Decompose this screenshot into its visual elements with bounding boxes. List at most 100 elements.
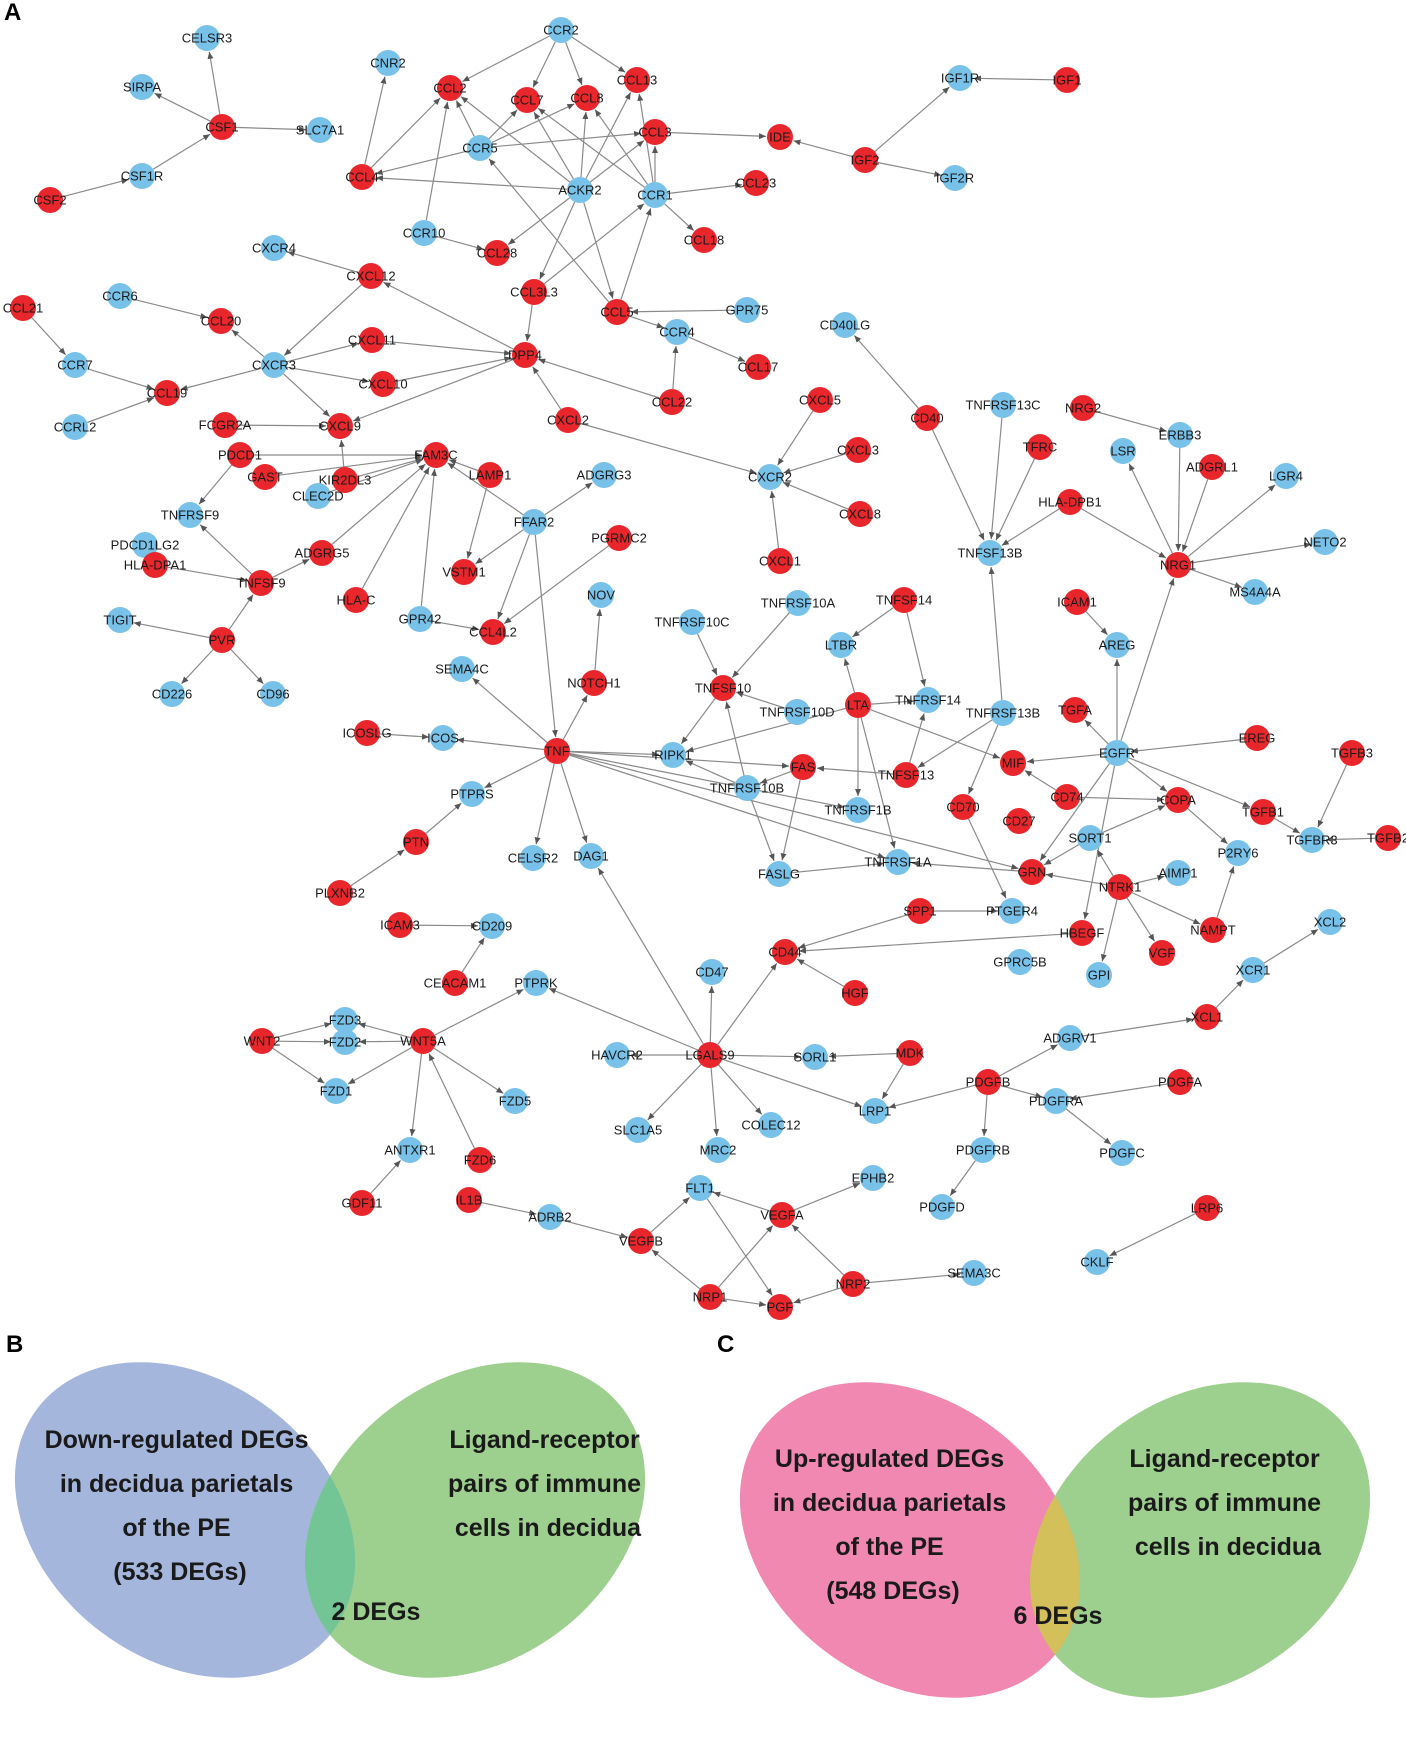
edge-cd40-tnfsf13b xyxy=(931,429,985,541)
node-cxcl11: CXCL11 xyxy=(348,327,396,353)
node-label: CCL23 xyxy=(736,176,776,191)
edge-hla-dpb1-tnfsf13b xyxy=(1001,508,1060,547)
edge-tnfrsf10b-faslg xyxy=(750,799,775,862)
node-label: CXCR3 xyxy=(252,358,296,373)
edge-gpr75-ccl5 xyxy=(630,308,735,315)
node-pdcd1: PDCD1 xyxy=(218,442,262,468)
node-areg: AREG xyxy=(1099,632,1136,658)
node-label: MRC2 xyxy=(700,1143,737,1158)
node-label: GPRC5B xyxy=(993,955,1046,970)
node-label: IGF2 xyxy=(851,153,880,168)
node-ptn: PTN xyxy=(403,829,429,855)
node-label: CCL3L3 xyxy=(510,285,558,300)
node-circle xyxy=(1194,1195,1220,1221)
node-circle xyxy=(767,1294,793,1320)
edge-egfr-mif xyxy=(1026,753,1105,765)
node-ceacam1: CEACAM1 xyxy=(424,970,486,996)
node-ephb2: EPHB2 xyxy=(852,1165,894,1191)
node-label: GRN xyxy=(1018,865,1047,880)
node-label: HLA-DPA1 xyxy=(124,558,187,573)
edge-nrg1-neto2 xyxy=(1190,542,1312,564)
node-circle xyxy=(349,164,375,190)
node-label: AREG xyxy=(1099,638,1136,653)
node-hla-dpb1: HLA-DPB1 xyxy=(1038,489,1102,515)
edge-pdcd1-tnfrsf9 xyxy=(198,464,233,505)
node-label: CCL13 xyxy=(617,73,657,88)
node-circle xyxy=(1273,463,1299,489)
node-circle xyxy=(252,464,278,490)
edge-notch1-nov xyxy=(594,608,603,671)
node-nov: NOV xyxy=(587,582,615,608)
edge-tnf-celsr2 xyxy=(534,763,555,845)
node-label: VEGFA xyxy=(760,1208,804,1223)
edge-tnf-grn xyxy=(569,753,1019,870)
edge-nrp2-pgf xyxy=(793,1287,841,1304)
node-label: FFAR2 xyxy=(514,515,554,530)
node-cd70: CD70 xyxy=(946,794,980,820)
edge-wnt2-fzd2 xyxy=(274,1038,332,1045)
node-label: FZD6 xyxy=(464,1153,497,1168)
node-ccl18: CCL18 xyxy=(684,227,724,253)
edge-pvr-cd96 xyxy=(230,649,264,685)
node-circle xyxy=(588,582,614,608)
node-pgf: PGF xyxy=(767,1294,794,1320)
node-circle xyxy=(1064,589,1090,615)
edge-fcgr2a-cxcl9 xyxy=(237,422,327,429)
node-label: CNR2 xyxy=(370,56,405,71)
node-circle xyxy=(710,675,736,701)
node-cxcl12: CXCL12 xyxy=(346,263,396,289)
node-label: PGF xyxy=(767,1300,794,1315)
node-ccl17: CCL17 xyxy=(738,354,778,380)
edge-sort1-grn xyxy=(1043,844,1080,866)
node-circle xyxy=(1244,725,1270,751)
edge-lgals9-cd47 xyxy=(708,985,715,1043)
node-tnfrsf10c: TNFRSF10C xyxy=(654,609,730,635)
edge-ffar2-vstm1 xyxy=(475,529,524,565)
node-circle xyxy=(766,861,792,887)
edge-pdgfa-pdgfra xyxy=(1069,1083,1168,1101)
network-edges xyxy=(31,35,1376,1307)
edge-tnf-tnfrsf1b xyxy=(569,752,845,809)
node-slc1a5: SLC1A5 xyxy=(614,1117,662,1143)
node-label: PLXNB2 xyxy=(315,886,365,901)
node-label: CXCR4 xyxy=(252,241,296,256)
node-circle xyxy=(1057,1025,1083,1051)
edge-tnf-notch1 xyxy=(562,695,588,740)
edge-cxcl8-cxcr2 xyxy=(782,481,849,510)
edge-pvr-tnfsf9 xyxy=(228,594,254,630)
venn-b-right-label: Ligand-receptor pairs of immune cells in… xyxy=(448,1426,648,1542)
node-label: MS4A4A xyxy=(1229,585,1281,600)
node-gpi: GPI xyxy=(1086,962,1112,988)
node-ccr6: CCR6 xyxy=(102,283,138,309)
node-circle xyxy=(660,742,686,768)
node-circle xyxy=(1225,840,1251,866)
node-igf1: IGF1 xyxy=(1053,67,1081,93)
edge-tfrc-tnfsf13b xyxy=(995,458,1036,541)
node-ide: IDE xyxy=(767,124,793,150)
node-label: GPR42 xyxy=(399,612,442,627)
node-ccl22: CCL22 xyxy=(652,389,692,415)
node-faslg: FASLG xyxy=(758,861,800,887)
node-label: CD44 xyxy=(768,945,801,960)
edge-pdgfb-pdgfrb xyxy=(981,1094,988,1137)
edge-lgals9-ptprk xyxy=(548,987,699,1051)
node-circle xyxy=(604,1042,630,1068)
node-csf2: CSF2 xyxy=(33,187,67,213)
edge-ccl3-ide xyxy=(667,131,767,140)
edge-csf1-slc7a1 xyxy=(234,126,307,133)
node-flt1: FLT1 xyxy=(685,1175,715,1201)
edge-igf2-ide xyxy=(793,139,853,158)
node-label: PTPRS xyxy=(450,787,494,802)
node-tgfbr3: TGFBR3 xyxy=(1286,827,1338,853)
edge-ntrk1-grn xyxy=(1045,872,1108,886)
edge-wnt2-fzd1 xyxy=(272,1047,325,1084)
edge-csf2-csf1r xyxy=(62,178,129,198)
node-circle xyxy=(628,1228,654,1254)
node-label: PDCD1 xyxy=(218,448,262,463)
edge-lta-mif xyxy=(869,709,1001,759)
node-circle xyxy=(1109,1140,1135,1166)
node-label: EGFR xyxy=(1099,746,1135,761)
edge-ffar2-ccl4l2 xyxy=(497,533,531,620)
edge-ccr5-ccl2 xyxy=(455,100,475,137)
edge-pgrmc2-ccl4l2 xyxy=(503,545,609,625)
